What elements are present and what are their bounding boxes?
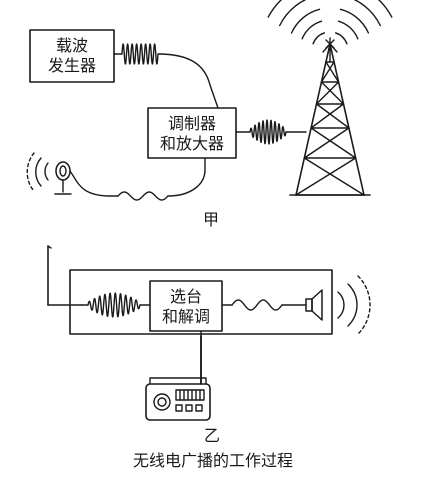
modulator-box [147, 107, 237, 159]
audio-to-modulator-line [167, 157, 206, 197]
carrier-wave [121, 43, 159, 65]
modulator-box-line-2: 和放大器 [160, 134, 224, 153]
modulator-box-line-1: 调制器 [168, 114, 216, 133]
received-modulated-wave [87, 292, 141, 318]
microphone-icon [26, 152, 72, 195]
tuner-box-line-2: 和解调 [162, 307, 210, 326]
modulated-wave [249, 119, 287, 145]
microphone-cable [69, 170, 119, 197]
diagram-caption: 无线电广播的工作过程 [133, 451, 293, 470]
audio-wave [117, 191, 169, 201]
transmitter-label: 甲 [203, 210, 219, 229]
receiving-antenna-icon [47, 245, 52, 306]
speaker-icon [305, 275, 371, 335]
carrier-box-line-2: 发生器 [48, 56, 96, 75]
tuner-box-line-1: 选台 [170, 287, 202, 306]
receiver-label: 乙 [204, 426, 220, 445]
carrier-generator-box [29, 29, 115, 83]
radio-wave-arcs [267, 0, 393, 45]
transmission-tower-icon [289, 37, 371, 196]
carrier-to-modulator-line [157, 53, 219, 109]
radio-icon [145, 377, 211, 421]
tuner-box [149, 280, 223, 332]
carrier-box-line-1: 载波 [56, 36, 88, 55]
decoded-audio-wave [231, 299, 283, 311]
